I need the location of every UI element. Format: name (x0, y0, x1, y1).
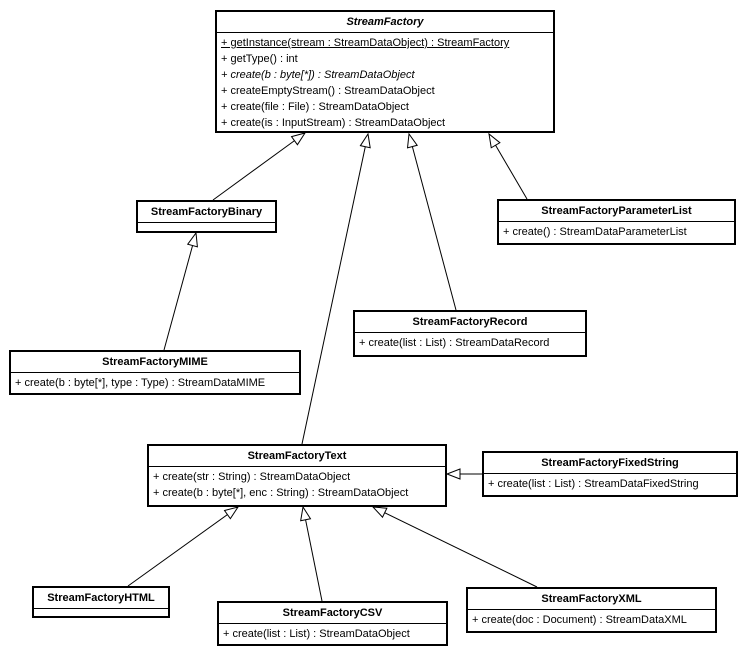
method-row: + create(list : List) : StreamDataFixedS… (488, 478, 699, 490)
method-row: + create(str : String) : StreamDataObjec… (153, 471, 351, 483)
method-list: + create(str : String) : StreamDataObjec… (149, 467, 445, 503)
class-box-streamfactoryhtml: StreamFactoryHTML (32, 586, 170, 618)
class-title: StreamFactoryMIME (11, 352, 299, 373)
method-row: + create(list : List) : StreamDataObject (223, 628, 410, 640)
class-title: StreamFactoryBinary (138, 202, 275, 223)
method-row: + create(file : File) : StreamDataObject (221, 101, 409, 113)
class-box-streamfactoryrecord: StreamFactoryRecord + create(list : List… (353, 310, 587, 357)
class-box-streamfactorymime: StreamFactoryMIME + create(b : byte[*], … (9, 350, 301, 395)
class-title: StreamFactoryCSV (219, 603, 446, 624)
edge-parameterlist-to-factory (488, 132, 528, 200)
class-box-streamfactoryxml: StreamFactoryXML + create(doc : Document… (466, 587, 717, 633)
class-box-streamfactorycsv: StreamFactoryCSV + create(list : List) :… (217, 601, 448, 646)
class-title: StreamFactoryHTML (34, 588, 168, 609)
method-row: + create(b : byte[*], type : Type) : Str… (15, 377, 266, 389)
method-row: + create(list : List) : StreamDataRecord (359, 337, 550, 349)
method-list: + create(list : List) : StreamDataObject (219, 624, 446, 644)
class-box-streamfactorytext: StreamFactoryText + create(str : String)… (147, 444, 447, 507)
method-list: + create(doc : Document) : StreamDataXML (468, 610, 715, 630)
class-title: StreamFactoryFixedString (484, 453, 736, 474)
method-row: + create(is : InputStream) : StreamDataO… (221, 117, 446, 129)
method-row: + create(b : byte[*], enc : String) : St… (153, 487, 409, 499)
class-box-streamfactoryfixedstring: StreamFactoryFixedString + create(list :… (482, 451, 738, 497)
edge-csv-to-text (300, 505, 323, 602)
class-title: StreamFactoryParameterList (499, 201, 734, 222)
method-row: + getInstance(stream : StreamDataObject)… (221, 37, 510, 49)
method-row: + getType() : int (221, 53, 298, 65)
method-list: + create() : StreamDataParameterList (499, 222, 734, 242)
method-list: + getInstance(stream : StreamDataObject)… (217, 33, 553, 131)
edge-binary-to-factory (212, 132, 307, 201)
edge-html-to-text (127, 506, 240, 587)
edge-mime-to-binary (163, 231, 198, 351)
method-row: + create(b : byte[*]) : StreamDataObject (221, 69, 415, 81)
class-box-streamfactorybinary: StreamFactoryBinary (136, 200, 277, 233)
class-title: StreamFactory (217, 12, 553, 33)
method-row: + createEmptyStream() : StreamDataObject (221, 85, 435, 97)
class-title: StreamFactoryXML (468, 589, 715, 610)
edge-xml-to-text (371, 506, 538, 588)
method-list (138, 223, 275, 231)
class-title: StreamFactoryRecord (355, 312, 585, 333)
class-box-streamfactory: StreamFactory + getInstance(stream : Str… (215, 10, 555, 133)
class-title: StreamFactoryText (149, 446, 445, 467)
method-list: + create(list : List) : StreamDataFixedS… (484, 474, 736, 494)
method-row: + create(doc : Document) : StreamDataXML (472, 614, 687, 626)
method-row: + create() : StreamDataParameterList (503, 226, 687, 238)
edge-record-to-factory (406, 132, 457, 311)
class-box-streamfactoryparameterlist: StreamFactoryParameterList + create() : … (497, 199, 736, 245)
method-list (34, 609, 168, 616)
method-list: + create(b : byte[*], type : Type) : Str… (11, 373, 299, 393)
method-list: + create(list : List) : StreamDataRecord (355, 333, 585, 353)
edge-text-to-factory (301, 132, 371, 445)
